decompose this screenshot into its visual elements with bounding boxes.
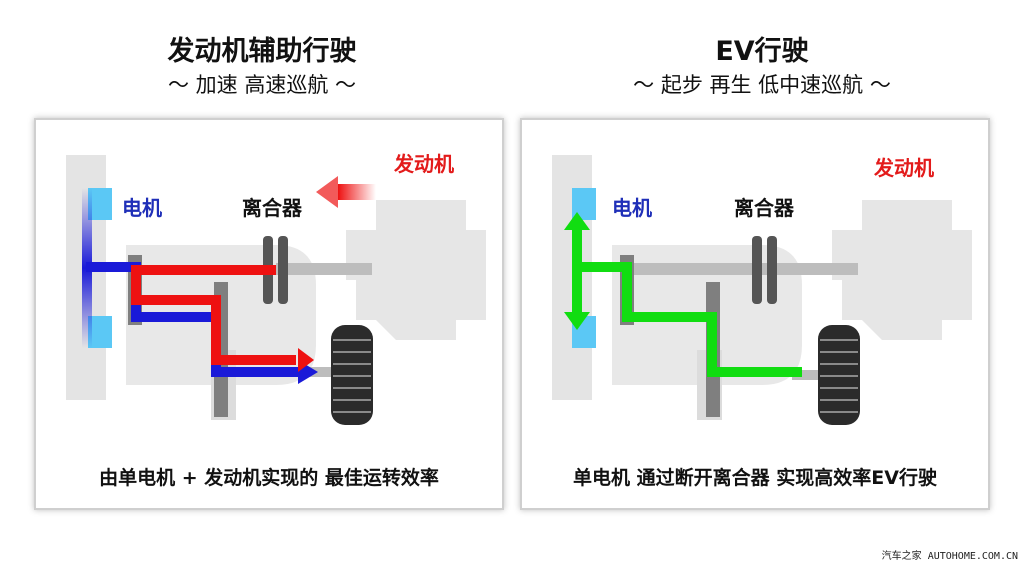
right-motor-label: 电机 [612, 196, 652, 220]
right-subtitle: ～ 起步 再生 低中速巡航 ～ [633, 73, 891, 97]
right-panel: 电机 离合器 发动机 单电机 通过断开离合器 实现高效率EV行驶 [520, 118, 990, 510]
engine-silhouette [832, 200, 972, 340]
right-header: EV行驶 ～ 起步 再生 低中速巡航 ～ [522, 34, 1002, 100]
ev-flow-path [577, 262, 802, 377]
engine-arrow-tail [338, 184, 376, 200]
left-header: 发动机辅助行驶 ～ 加速 高速巡航 ～ [22, 34, 502, 100]
engine-flow-arrow [298, 348, 314, 372]
right-title: EV行驶 [715, 36, 809, 67]
ev-arrow-down [564, 312, 590, 330]
clutch-plate-right [767, 236, 777, 304]
right-caption: 单电机 通过断开离合器 实现高效率EV行驶 [573, 467, 937, 489]
left-engine-label: 发动机 [394, 152, 454, 176]
engine-silhouette [346, 200, 486, 340]
clutch-plate-right [278, 236, 288, 304]
engine-flow-path [131, 265, 296, 365]
engine-arrow-head [316, 176, 338, 208]
main-shaft [276, 263, 372, 275]
right-diagram [552, 155, 972, 425]
left-caption: 由单电机 + 发动机实现的 最佳运转效率 [99, 467, 439, 489]
left-motor-label: 电机 [122, 196, 162, 220]
watermark: 汽车之家 AUTOHOME.COM.CN [881, 551, 1018, 562]
left-subtitle: ～ 加速 高速巡航 ～ [167, 73, 357, 97]
left-diagram [66, 155, 486, 425]
right-engine-label: 发动机 [874, 156, 934, 180]
left-panel: 电机 离合器 发动机 由单电机 + 发动机实现的 最佳运转效率 [34, 118, 504, 510]
main-shaft [622, 263, 858, 275]
right-clutch-label: 离合器 [734, 196, 794, 220]
ev-arrow-up [564, 212, 590, 230]
left-clutch-label: 离合器 [242, 196, 302, 220]
left-title: 发动机辅助行驶 [167, 36, 357, 67]
clutch-plate-left [752, 236, 762, 304]
axle [792, 370, 822, 380]
motor-flow-path [86, 262, 301, 377]
